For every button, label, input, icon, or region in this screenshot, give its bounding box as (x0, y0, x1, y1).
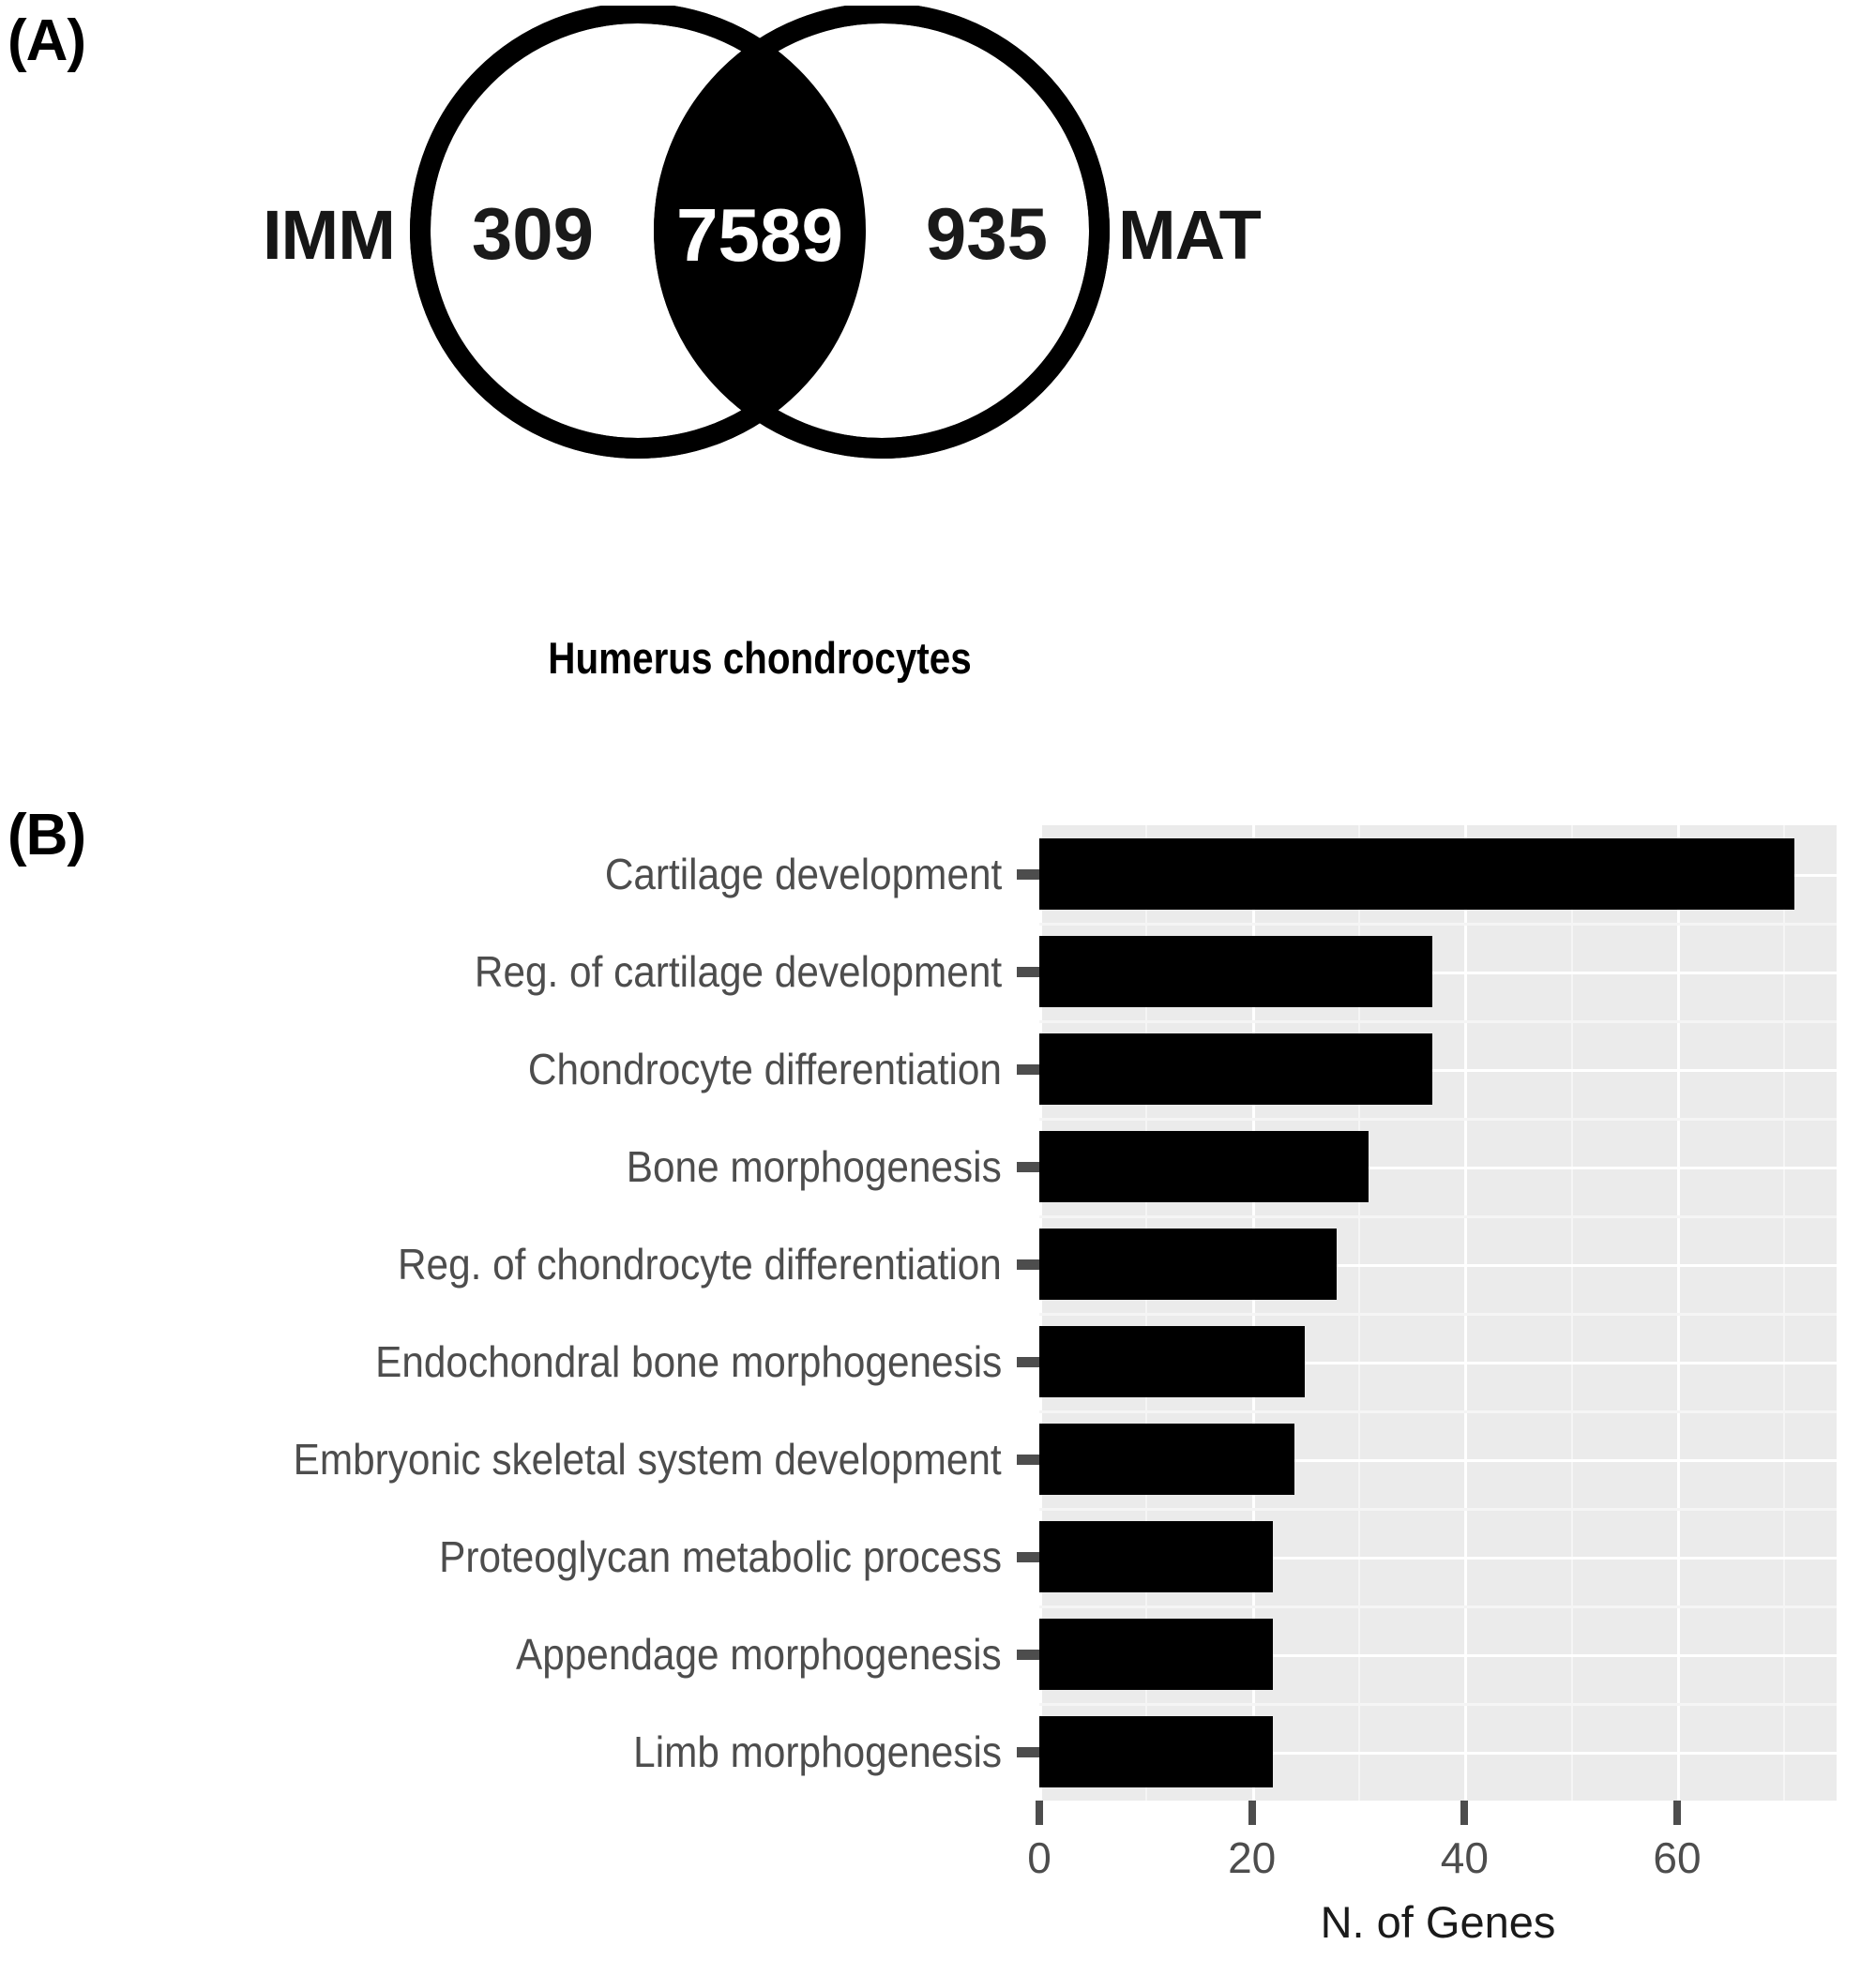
bar (1039, 1715, 1274, 1788)
y-axis-tick-mark (1017, 1063, 1041, 1075)
venn-set-label-right: MAT (1118, 196, 1262, 274)
y-axis-tick-mark (1017, 1746, 1041, 1757)
y-axis-category-row: Cartilage development (38, 825, 1041, 923)
x-axis-tick-label: 60 (1653, 1833, 1702, 1882)
y-axis-category-label: Appendage morphogenesis (516, 1630, 1002, 1679)
bar (1039, 1325, 1306, 1398)
x-axis-tick-label: 40 (1440, 1833, 1489, 1882)
y-axis-category-label: Proteoglycan metabolic process (439, 1532, 1002, 1581)
bar-row (1039, 1508, 1837, 1606)
y-axis-category-label: Cartilage development (604, 850, 1002, 898)
x-axis-tick-label: 20 (1228, 1833, 1277, 1882)
y-axis-category-label: Reg. of cartilage development (474, 947, 1002, 996)
gridline-horizontal (1039, 1069, 1837, 1072)
panel-a-venn: (A) IMM MAT 309 7589 935 Humerus chondro… (0, 0, 1876, 713)
panel-a-label: (A) (8, 8, 86, 73)
y-axis-category-row: Reg. of cartilage development (38, 923, 1041, 1020)
y-axis-category-row: Embryonic skeletal system development (38, 1410, 1041, 1508)
gridline-horizontal (1039, 1264, 1837, 1267)
y-axis-category-label: Bone morphogenesis (627, 1142, 1002, 1191)
bar (1039, 1228, 1338, 1301)
bar-row (1039, 1410, 1837, 1508)
bar-row (1039, 923, 1837, 1020)
venn-caption: Humerus chondrocytes (548, 633, 972, 683)
y-axis-tick-mark (1017, 1649, 1041, 1660)
y-axis-category-row: Bone morphogenesis (38, 1118, 1041, 1215)
y-axis-tick-mark (1017, 1161, 1041, 1172)
venn-count-left-only: 309 (472, 192, 594, 275)
plot-panel (1039, 825, 1837, 1801)
x-axis-tick-mark (1673, 1801, 1681, 1825)
y-axis-tick-mark (1017, 1259, 1041, 1270)
gridline-horizontal (1039, 1362, 1837, 1364)
x-axis-tick-mark (1248, 1801, 1256, 1825)
gridline-horizontal-minor (1039, 1020, 1837, 1023)
y-axis-category-row: Proteoglycan metabolic process (38, 1508, 1041, 1606)
panel-b-label: (B) (8, 803, 86, 867)
venn-svg: 309 7589 935 (410, 6, 1110, 459)
bar-row (1039, 1118, 1837, 1215)
x-axis-title: N. of Genes (1320, 1897, 1556, 1947)
bar-row (1039, 1606, 1837, 1703)
bar-row (1039, 1313, 1837, 1410)
bar-row (1039, 1703, 1837, 1801)
x-axis: 0 20 40 60 (1027, 1801, 1837, 1913)
gridline-horizontal (1039, 972, 1837, 974)
y-axis-tick-mark (1017, 1356, 1041, 1367)
bar (1039, 1520, 1274, 1593)
gridline-horizontal-minor (1039, 923, 1837, 926)
venn-count-right-only: 935 (926, 192, 1048, 275)
x-axis-tick-label: 0 (1027, 1833, 1051, 1882)
venn-intersection-region (664, 13, 855, 448)
gridline-horizontal-minor (1039, 1703, 1837, 1706)
bar-row (1039, 1020, 1837, 1118)
venn-diagram: 309 7589 935 (403, 6, 1116, 465)
y-axis-category-row: Reg. of chondrocyte differentiation (38, 1215, 1041, 1313)
gridline-horizontal (1039, 1459, 1837, 1462)
y-axis-category-row: Limb morphogenesis (38, 1703, 1041, 1801)
gridline-horizontal (1039, 1167, 1837, 1169)
y-axis-category-label: Chondrocyte differentiation (527, 1045, 1002, 1093)
x-axis-tick-mark (1036, 1801, 1043, 1825)
gridline-horizontal (1039, 1654, 1837, 1657)
gridline-horizontal-minor (1039, 1508, 1837, 1511)
y-axis-tick-mark (1017, 1454, 1041, 1465)
y-axis-category-label: Reg. of chondrocyte differentiation (398, 1240, 1002, 1289)
bar (1039, 935, 1433, 1008)
gridline-horizontal (1039, 1557, 1837, 1560)
y-axis-category-label: Embryonic skeletal system development (293, 1435, 1002, 1484)
bar-row (1039, 825, 1837, 923)
y-axis-category-label: Endochondral bone morphogenesis (374, 1337, 1002, 1386)
gridline-horizontal-minor (1039, 1118, 1837, 1121)
y-axis-category-row: Chondrocyte differentiation (38, 1020, 1041, 1118)
gridline-horizontal (1039, 1752, 1837, 1755)
venn-set-label-left: IMM (263, 196, 396, 274)
y-axis-category-label: Limb morphogenesis (633, 1727, 1002, 1776)
y-axis-category-row: Appendage morphogenesis (38, 1606, 1041, 1703)
y-axis-tick-mark (1017, 1551, 1041, 1562)
gridline-horizontal-minor (1039, 1606, 1837, 1608)
gridline-horizontal-minor (1039, 1215, 1837, 1218)
bar (1039, 837, 1794, 911)
venn-count-intersection: 7589 (676, 193, 843, 277)
y-axis-category-row: Endochondral bone morphogenesis (38, 1313, 1041, 1410)
bar-row (1039, 1215, 1837, 1313)
bar (1039, 1423, 1294, 1496)
y-axis-tick-mark (1017, 966, 1041, 977)
x-axis-tick-mark (1460, 1801, 1469, 1825)
bar (1039, 1130, 1369, 1203)
bar (1039, 1033, 1433, 1106)
gridline-horizontal-minor (1039, 1410, 1837, 1413)
y-axis-tick-mark (1017, 868, 1041, 880)
gridline-horizontal-minor (1039, 1313, 1837, 1316)
bar-series (1039, 825, 1837, 1801)
bar (1039, 1618, 1274, 1691)
